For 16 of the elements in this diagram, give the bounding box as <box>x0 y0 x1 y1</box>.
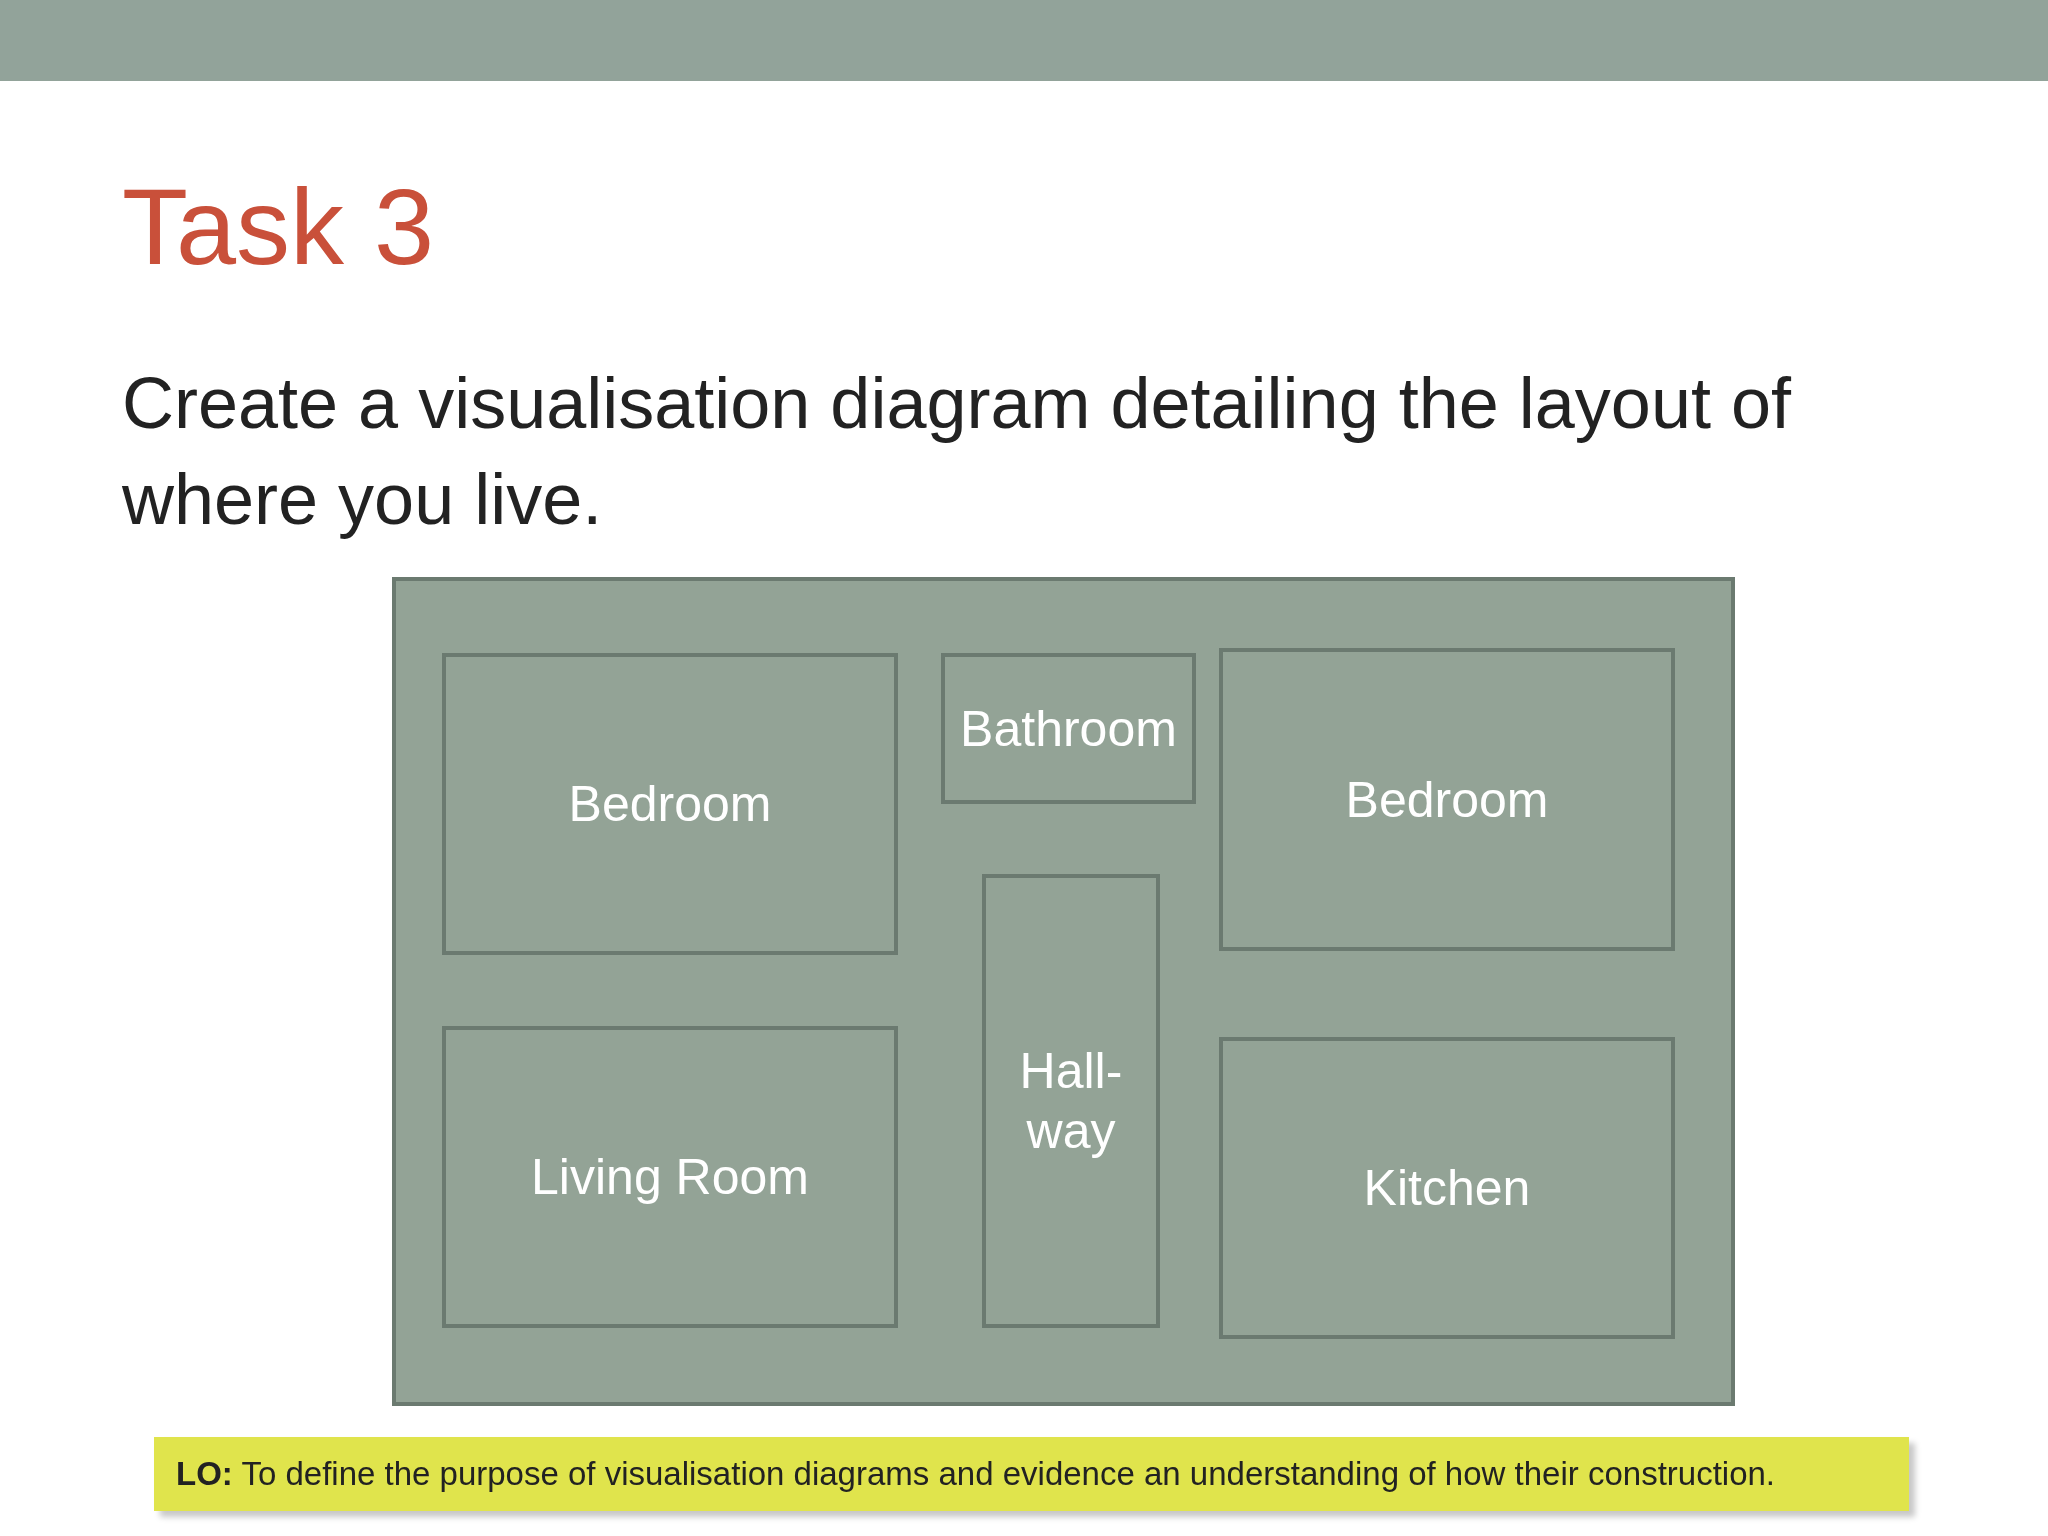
room-box <box>941 653 1196 804</box>
instruction-text: Create a visualisation diagram detailing the layout of where you live. <box>122 362 1792 541</box>
room-label: Hall- way <box>1018 1042 1124 1161</box>
room-label: Kitchen <box>1363 1159 1531 1218</box>
room-box <box>442 653 898 955</box>
room-box <box>1219 1037 1675 1339</box>
room-box <box>1219 648 1675 951</box>
room-label: Living Room <box>531 1148 809 1207</box>
floor-plan-outline <box>392 577 1735 1406</box>
slide-title: Task 3 <box>122 168 435 287</box>
room-box <box>442 1026 898 1328</box>
room-label: Bathroom <box>960 699 1177 759</box>
room-label: Bedroom <box>1345 770 1549 830</box>
room-label: Bedroom <box>568 775 772 834</box>
objective-text: LO: To define the purpose of visualisation diagrams and evidence an understanding of how their construction. <box>176 1455 1776 1493</box>
room-box <box>982 874 1160 1328</box>
